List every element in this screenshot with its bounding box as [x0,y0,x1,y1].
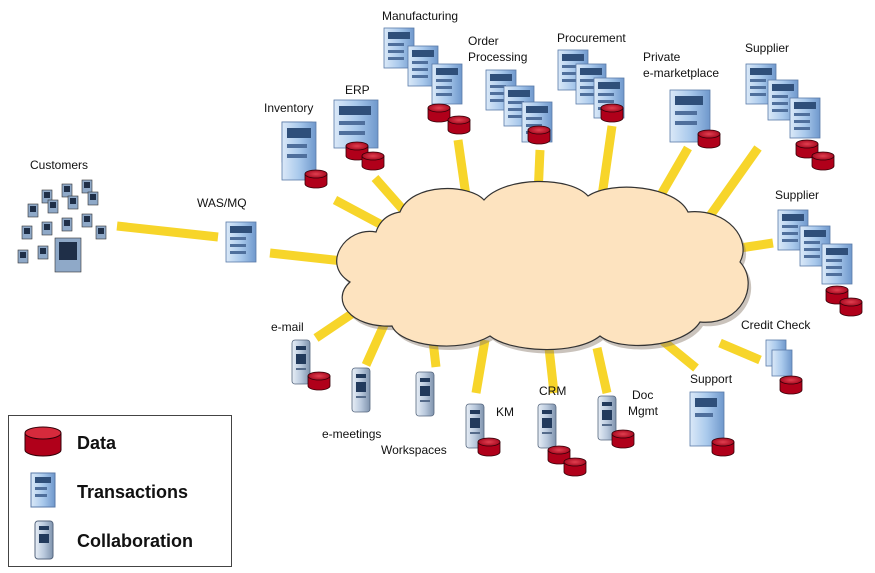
label-km: KM [496,405,514,419]
private-e-marketplace-server-icon [669,89,721,149]
network-cloud [336,180,752,354]
label-erp: ERP [345,83,370,97]
workspaces-tower-icon [415,371,435,417]
was-mq-server-icon [225,221,257,263]
label-e-mail: e-mail [271,320,304,334]
order-processing-servers-icon [485,69,553,145]
label-doc-mgmt-line2: Mgmt [628,404,658,418]
supplier-top-servers-icon [745,63,835,171]
e-mail-tower-icon [291,339,331,391]
connector-lines [116,125,774,394]
label-crm: CRM [539,384,567,398]
collaboration-tower-icon [34,520,54,560]
e-meetings-tower-icon [351,367,371,413]
label-e-meetings: e-meetings [322,427,382,441]
label-supplier-top: Supplier [745,41,790,55]
label-inventory: Inventory [264,101,314,115]
label-private-line2: e-marketplace [643,66,720,80]
customers-devices-icon [17,179,107,273]
label-manufacturing: Manufacturing [382,9,459,23]
legend-label-collaboration: Collaboration [77,531,193,551]
label-doc-mgmt-line1: Doc [632,388,654,402]
label-private-line1: Private [643,50,681,64]
legend-row-transactions: Transactions [9,472,229,512]
legend-label-data: Data [77,433,117,453]
inventory-server-icon [281,121,328,189]
supplier-right-servers-icon [777,209,863,317]
procurement-servers-icon [557,49,625,123]
label-support: Support [690,372,733,386]
label-was-mq: WAS/MQ [197,196,247,210]
manufacturing-servers-icon [383,27,471,135]
transaction-server-icon [30,472,56,508]
legend-row-data: Data [9,424,229,464]
label-workspaces: Workspaces [381,443,447,457]
label-order-processing-line2: Processing [468,50,528,64]
support-server-icon [689,391,735,457]
legend-row-collaboration: Collaboration [9,520,229,560]
legend-label-transactions: Transactions [77,482,189,502]
label-customers: Customers [30,158,89,172]
km-tower-icon [465,403,501,457]
data-cylinder-icon [24,426,62,457]
label-credit-check: Credit Check [741,318,811,332]
label-order-processing-line1: Order [468,34,499,48]
credit-check-servers-icon [765,339,803,395]
legend: Data Transactions Collaboration [8,415,232,567]
erp-server-icon [333,99,385,171]
label-supplier-right: Supplier [775,188,820,202]
label-procurement: Procurement [557,31,626,45]
crm-tower-icon [537,403,587,477]
